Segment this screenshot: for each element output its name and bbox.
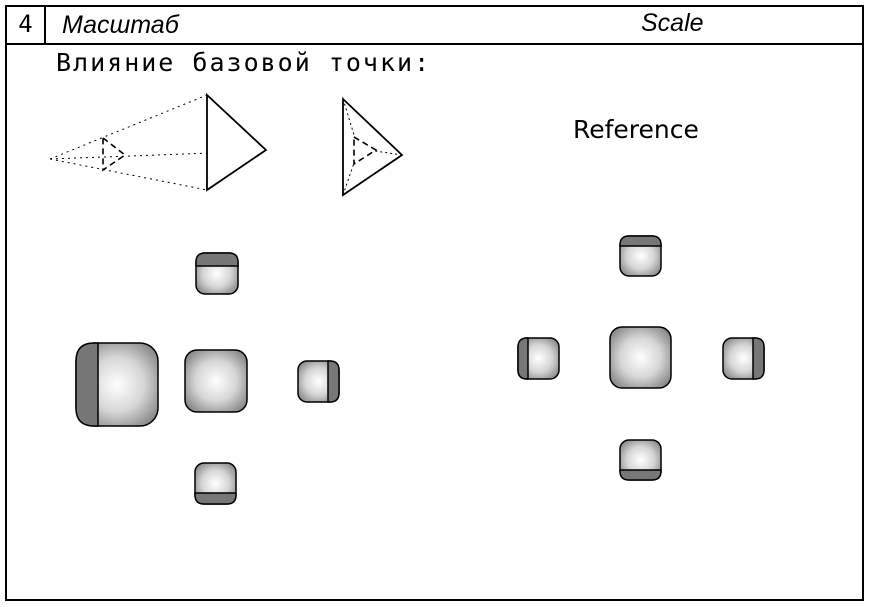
- reference-label: Reference: [573, 115, 699, 144]
- inner-triangle-dashed: [353, 135, 378, 166]
- outer-triangle: [342, 96, 404, 197]
- base-point-caption: Влияние базовой точки:: [56, 48, 432, 77]
- slide-number: 4: [7, 7, 46, 43]
- ref-right-button: [722, 337, 765, 380]
- inner-dotted-line: [342, 98, 356, 139]
- reference-button-cluster: [517, 235, 765, 481]
- ref-left-button: [517, 337, 560, 380]
- title-bar: 4 Масштаб Scale: [7, 7, 862, 45]
- top-small-button: [195, 252, 239, 295]
- center-button: [184, 349, 248, 413]
- bottom-small-button: [194, 462, 237, 505]
- drawing-frame: 4 Масштаб Scale: [5, 5, 864, 601]
- ref-center-button: [609, 326, 672, 389]
- base-point-illustration: [49, 92, 404, 197]
- small-triangle-dashed: [102, 136, 127, 172]
- large-triangle: [206, 92, 268, 192]
- ref-bottom-button: [619, 439, 662, 481]
- title-english: Scale: [641, 9, 704, 37]
- large-left-button: [75, 342, 159, 427]
- projection-lines: [49, 94, 266, 191]
- inner-dotted-line: [342, 162, 355, 196]
- ref-top-button: [619, 235, 662, 277]
- right-small-button: [297, 360, 340, 403]
- left-button-cluster: [75, 252, 340, 505]
- title-russian: Масштаб: [62, 11, 179, 39]
